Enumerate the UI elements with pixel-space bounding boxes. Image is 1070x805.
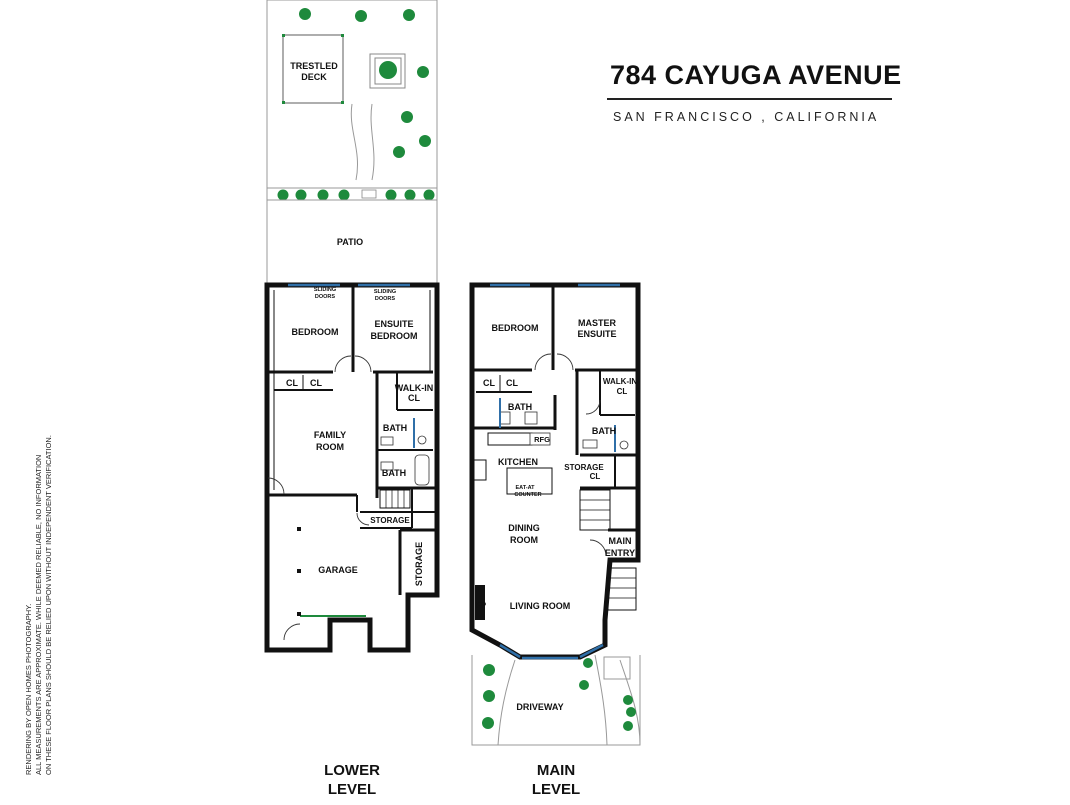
label-dining-1: DINING	[508, 523, 540, 533]
main-level-walls	[469, 282, 641, 660]
label-bath-a: BATH	[383, 423, 407, 433]
main-level-doors	[534, 353, 607, 557]
label-fp: FP	[476, 601, 487, 610]
lower-level-walls	[264, 282, 440, 653]
label-master-2: ENSUITE	[577, 329, 616, 339]
label-main-bath-a: BATH	[508, 402, 532, 412]
main-level-label: MAIN LEVEL	[516, 761, 596, 799]
label-family-2: ROOM	[316, 442, 344, 452]
page-subtitle: SAN FRANCISCO , CALIFORNIA	[613, 110, 880, 124]
label-main-bath-b: BATH	[592, 426, 616, 436]
lower-level-label-1: LOWER	[324, 762, 380, 779]
label-bedroom: BEDROOM	[292, 327, 339, 337]
label-main-cl-a: CL	[483, 378, 495, 388]
label-storage-a: STORAGE	[370, 516, 410, 525]
label-main-cl-b: CL	[506, 378, 518, 388]
main-level-windows	[490, 283, 620, 660]
main-level-labels: BEDROOM MASTER ENSUITE CL CL WALK-IN CL …	[476, 318, 637, 712]
label-main-bedroom: BEDROOM	[492, 323, 539, 333]
label-ensuite-2: BEDROOM	[371, 331, 418, 341]
label-counter-1: EAT-AT	[515, 485, 535, 491]
lower-level-doors	[267, 355, 372, 641]
disclaimer: RENDERING BY OPEN HOMES PHOTOGRAPHY. ALL…	[24, 435, 54, 775]
label-dining-2: ROOM	[510, 535, 538, 545]
label-patio: PATIO	[337, 237, 363, 247]
label-sliding-doors-b-2: DOORS	[375, 296, 396, 302]
label-cl-b: CL	[310, 378, 322, 388]
lower-level-label-2: LEVEL	[327, 781, 377, 798]
label-trestled-deck-1: TRESTLED	[290, 61, 338, 71]
label-main-entry-1: MAIN	[609, 536, 632, 546]
label-sliding-doors-b-1: SLIDING	[374, 289, 396, 295]
label-main-walkin-1: WALK-IN	[603, 377, 637, 386]
title-rule	[607, 98, 892, 100]
label-bath-b: BATH	[382, 468, 406, 478]
lower-level-labels: TRESTLED DECK PATIO SLIDING DOORS SLIDIN…	[286, 61, 433, 586]
backyard	[266, 0, 438, 201]
label-sliding-doors-a-2: DOORS	[315, 294, 336, 300]
label-trestled-deck-2: DECK	[301, 72, 327, 82]
label-living: LIVING ROOM	[510, 601, 571, 611]
label-ensuite-1: ENSUITE	[374, 319, 413, 329]
label-main-walkin-2: CL	[617, 387, 628, 396]
main-level-fixtures	[499, 398, 629, 452]
label-kitchen: KITCHEN	[498, 457, 538, 467]
driveway-plants	[482, 658, 636, 731]
label-family-1: FAMILY	[314, 430, 346, 440]
disclaimer-line-2: ALL MEASUREMENTS ARE APPROXIMATE. WHILE …	[34, 454, 43, 775]
main-level-label-1: MAIN	[536, 762, 576, 779]
lower-level-windows	[288, 283, 410, 617]
label-rfg: RFG	[534, 435, 550, 444]
label-driveway: DRIVEWAY	[516, 702, 563, 712]
disclaimer-line-3: ON THESE FLOOR PLANS SHOULD BE RELIED UP…	[44, 435, 53, 775]
label-storage-cl-2: CL	[590, 472, 601, 481]
patio-area	[266, 199, 438, 286]
label-cl-a: CL	[286, 378, 298, 388]
label-walkin-2: CL	[408, 393, 420, 403]
label-main-entry-2: ENTRY	[605, 548, 635, 558]
label-storage-cl-1: STORAGE	[564, 463, 604, 472]
label-garage: GARAGE	[318, 565, 358, 575]
lower-level-fixtures	[380, 418, 430, 486]
main-level-label-2: LEVEL	[531, 781, 581, 798]
garage-columns	[297, 527, 301, 616]
label-sliding-doors-a-1: SLIDING	[314, 287, 336, 293]
label-counter-2: COUNTER	[514, 492, 541, 498]
driveway-area	[471, 654, 641, 746]
label-master-1: MASTER	[578, 318, 617, 328]
disclaimer-line-1: RENDERING BY OPEN HOMES PHOTOGRAPHY.	[24, 603, 33, 775]
page-title: 784 CAYUGA AVENUE	[610, 60, 902, 90]
label-storage-b: STORAGE	[414, 542, 424, 586]
lower-level-label: LOWER LEVEL	[312, 761, 392, 799]
label-walkin-1: WALK-IN	[395, 383, 434, 393]
